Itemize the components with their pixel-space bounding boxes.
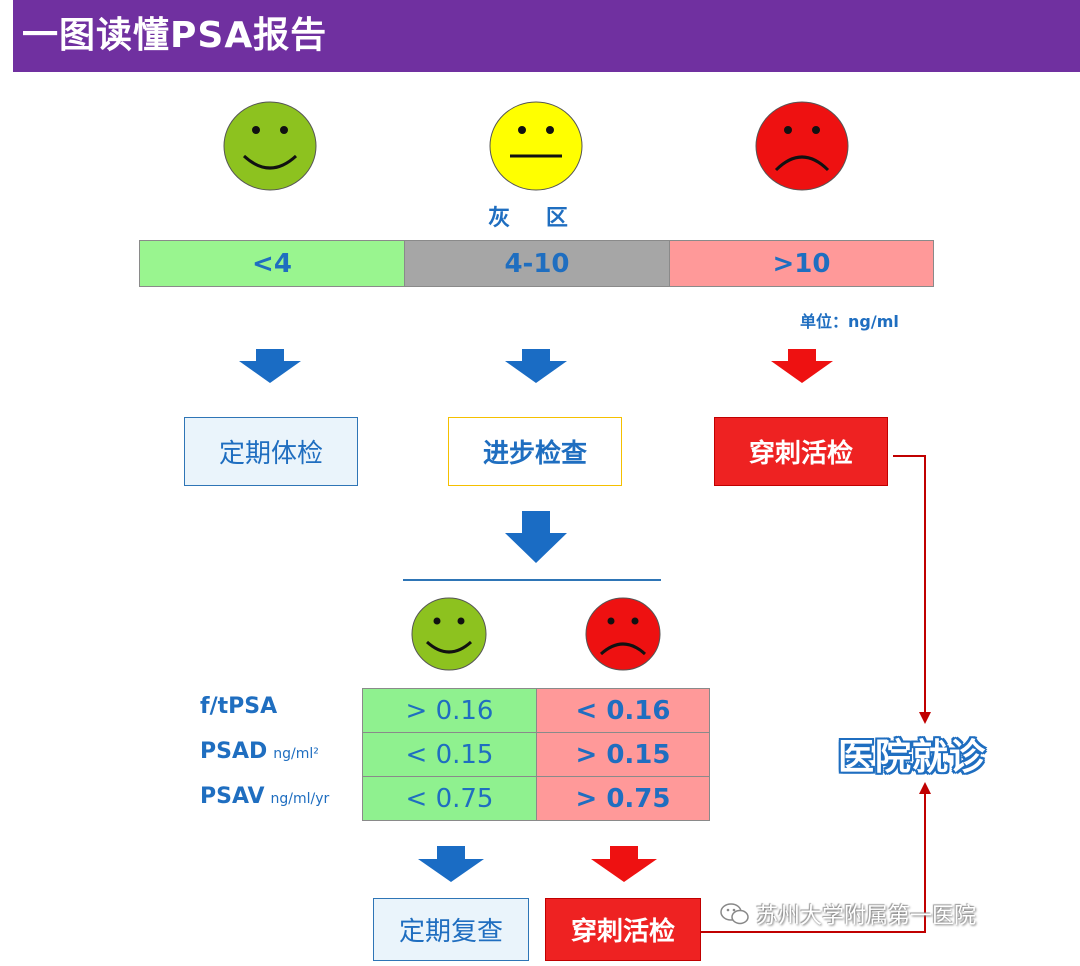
happy-face-icon <box>411 597 487 671</box>
row-unit: ng/ml/yr <box>270 791 330 807</box>
down-arrow-icon <box>505 511 567 563</box>
table-cell-bad: > 0.15 <box>536 732 710 777</box>
action-further-exam: 进步检查 <box>448 417 622 486</box>
watermark: 苏州大学附属第一医院 <box>720 898 976 930</box>
header-bar <box>13 0 1080 72</box>
table-cell-good: > 0.16 <box>362 688 537 733</box>
sad-face-icon <box>585 597 661 671</box>
page-title: 一图读懂PSA报告 <box>22 15 328 56</box>
row-name: f/tPSA <box>200 694 278 719</box>
unit-label: 单位：ng/ml <box>800 312 899 331</box>
wechat-icon <box>720 903 749 925</box>
down-arrow-icon <box>771 349 833 383</box>
action-biopsy: 穿刺活检 <box>714 417 888 486</box>
scale-segment-high: >10 <box>669 240 934 287</box>
happy-face-icon <box>223 101 317 191</box>
action-regular-recheck: 定期复查 <box>373 898 529 961</box>
scale-segment-gray: 4-10 <box>404 240 670 287</box>
down-arrow-icon <box>239 349 301 383</box>
table-cell-bad: > 0.75 <box>536 776 710 821</box>
sad-face-icon <box>755 101 849 191</box>
row-label-psad: PSAD ng/ml² <box>200 739 319 764</box>
row-label-ftpsa: f/tPSA <box>200 694 277 719</box>
gray-zone-label: 灰 区 <box>488 206 582 231</box>
row-name: PSAD <box>200 739 268 764</box>
action-biopsy-bottom: 穿刺活检 <box>545 898 701 961</box>
table-cell-bad: < 0.16 <box>536 688 710 733</box>
down-arrow-icon <box>418 846 484 882</box>
action-regular-checkup: 定期体检 <box>184 417 358 486</box>
row-label-psav: PSAV ng/ml/yr <box>200 784 329 809</box>
table-cell-good: < 0.75 <box>362 776 537 821</box>
watermark-text: 苏州大学附属第一医院 <box>756 904 977 929</box>
row-unit: ng/ml² <box>273 746 319 762</box>
row-name: PSAV <box>200 784 265 809</box>
scale-segment-low: <4 <box>139 240 405 287</box>
down-arrow-icon <box>591 846 657 882</box>
neutral-face-icon <box>489 101 583 191</box>
down-arrow-icon <box>505 349 567 383</box>
hospital-visit-label: 医院就诊 <box>838 737 987 778</box>
divider-line <box>403 579 661 581</box>
